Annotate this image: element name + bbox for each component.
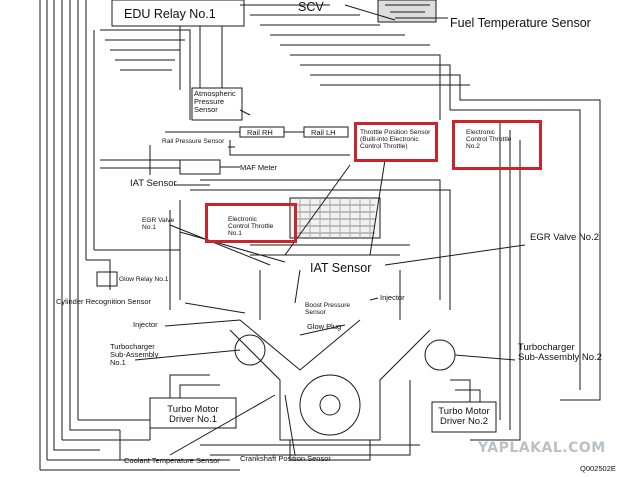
highlight-electronic-control-throttle-1 [205,203,297,243]
electronic-control-throttle-1-label: Electronic Control Throttle No.1 [228,216,274,237]
turbo-motor-driver-1-label: Turbo Motor Driver No.1 [167,404,219,425]
rail-pressure-sensor-label: Rail Pressure Sensor [162,138,225,145]
injector-right-label: Injector [380,293,405,302]
edu-relay-label: EDU Relay No.1 [124,7,216,21]
turbo-motor-driver-2-box [431,401,497,433]
turbocharger-1-label: Turbocharger Sub-Assembly No.1 [110,342,159,367]
iat-sensor-upper-label: IAT Sensor [130,178,177,189]
fuel-temperature-sensor-label: Fuel Temperature Sensor [450,16,591,30]
egr-valve-2-label: EGR Valve No.2 [530,232,599,243]
highlight-electronic-control-throttle-2 [452,120,542,170]
ecu-box [191,87,243,121]
scv-label: SCV [298,0,324,14]
maf-meter-box [179,159,221,175]
cylinder-recognition-sensor-label: Cylinder Recognition Sensor [56,297,152,306]
iat-sensor-lower-label: IAT Sensor [310,261,372,275]
coolant-temperature-sensor-label: Coolant Temperature Sensor [124,456,220,465]
edu-relay-box [111,0,245,90]
engine-block [229,319,431,461]
atmospheric-pressure-sensor-label: Atmospheric Pressure Sensor [194,89,236,114]
electronic-control-throttle-2-label: Electronic Control Throttle No.2 [466,129,512,150]
maf-meter-label: MAF Meter [240,163,278,172]
egr-valve-1-label: EGR Valve No.1 [142,217,175,231]
highlight-throttle-position-sensor [354,122,438,162]
turbocharger-2-shape [424,339,456,371]
figure-code: Q002502E [580,464,616,473]
crankshaft-position-sensor-label: Crankshaft Position Sensor [240,454,331,463]
rail-lh-label: Rail LH [311,128,336,137]
throttle-position-sensor-label: Throttle Position Sensor (Built-into Ele… [360,129,431,150]
injector-left-label: Injector [133,320,158,329]
glow-relay-box [96,271,118,287]
turbo-motor-driver-2-label: Turbo Motor Driver No.2 [438,406,490,427]
rail-rh-label: Rail RH [247,128,273,137]
watermark: YAPLAKAL.COM [478,440,606,456]
turbocharger-2-label: Turbocharger Sub-Assembly No.2 [518,342,602,363]
glow-relay-label: Glow Relay No.1 [119,276,169,283]
boost-pressure-sensor-label: Boost Pressure Sensor [305,302,351,316]
turbo-motor-driver-1-box [149,397,237,429]
intake-plenum [289,197,381,239]
glow-plug-label: Glow Plug [307,322,342,331]
wiring-harness-left [39,0,240,471]
